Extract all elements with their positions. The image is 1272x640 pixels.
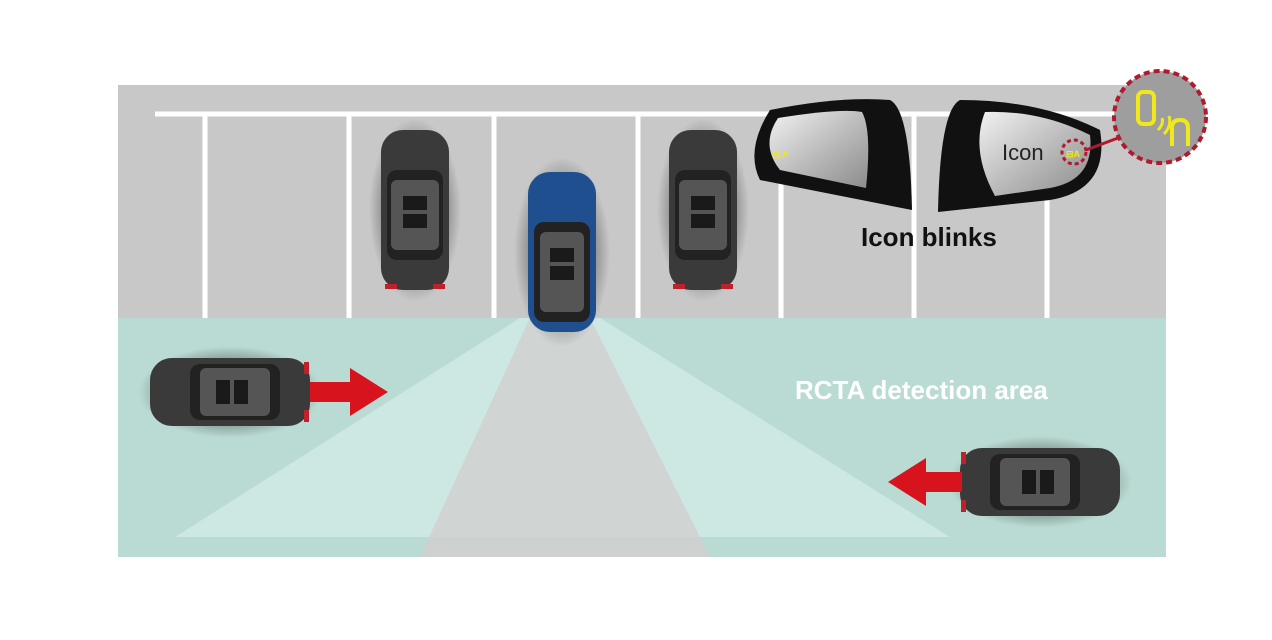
- approaching-car-icon: [1170, 117, 1190, 146]
- parked-car-right: [657, 118, 749, 302]
- arrow-right-icon: [310, 368, 388, 416]
- icon-label: Icon: [1002, 140, 1044, 165]
- own-car: [514, 157, 610, 347]
- approaching-car-right: [948, 436, 1132, 528]
- icon-blinks-label: Icon blinks: [861, 222, 997, 252]
- mirror-icon-small: ⊟↗: [772, 150, 789, 161]
- left-mirror: ⊟↗: [754, 99, 912, 210]
- rear-path: [420, 318, 710, 557]
- arrow-left-icon: [888, 458, 962, 506]
- svg-text:⊟A: ⊟A: [1066, 149, 1081, 159]
- approaching-car-left: [138, 346, 322, 438]
- right-mirror: Icon ⊟A: [938, 100, 1119, 212]
- signal-waves-icon: [1156, 115, 1172, 136]
- icon-zoom-callout: [1112, 69, 1208, 165]
- parked-car-left: [369, 118, 461, 302]
- car-icon: [1136, 90, 1156, 126]
- detection-area-label: RCTA detection area: [795, 375, 1048, 405]
